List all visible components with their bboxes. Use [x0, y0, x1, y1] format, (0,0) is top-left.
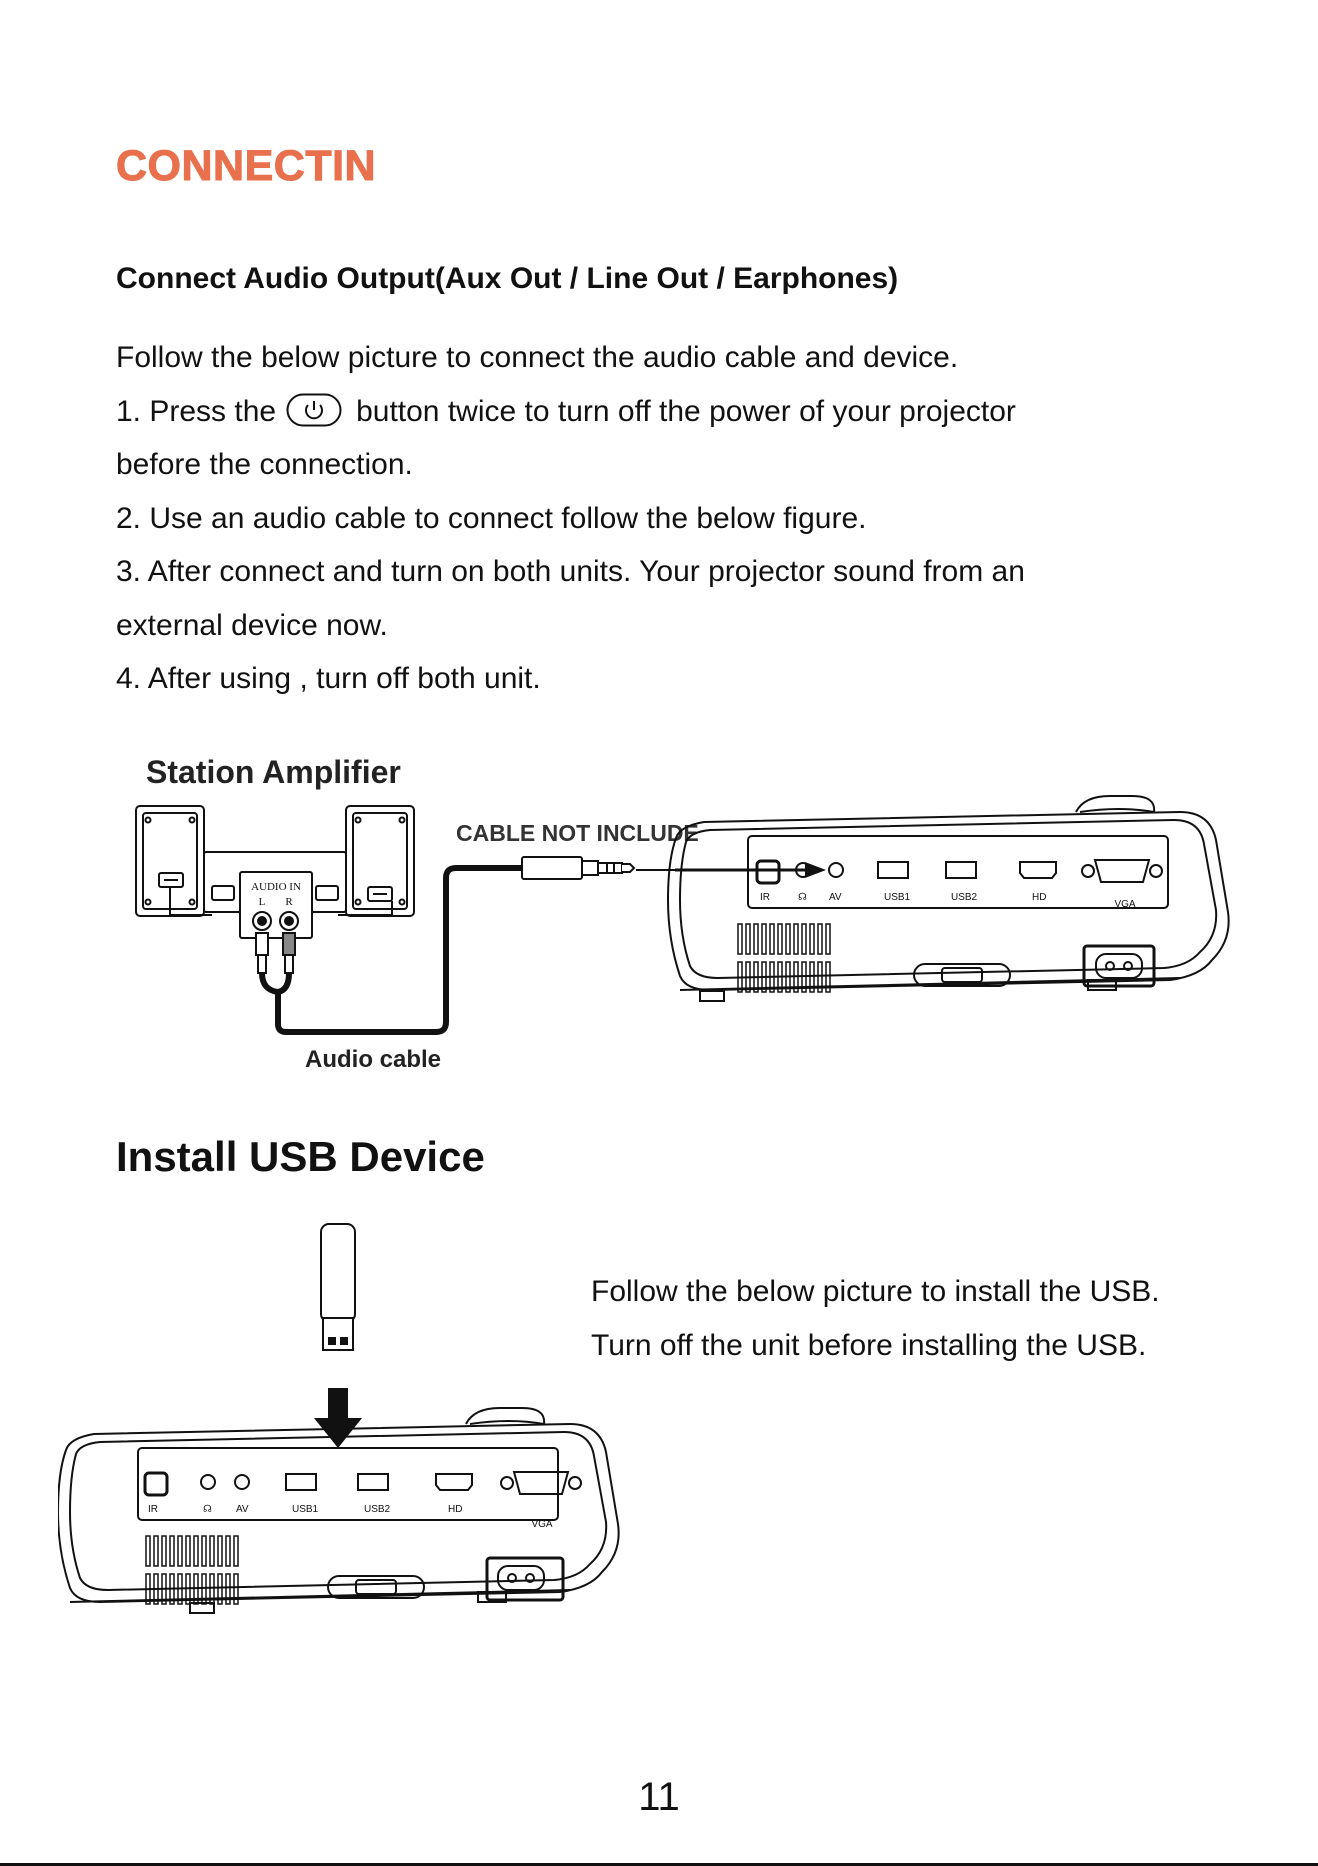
svg-text:☊: ☊ — [203, 1504, 212, 1515]
svg-text:USB1: USB1 — [292, 1504, 319, 1515]
rca-plugs — [255, 932, 296, 974]
amplifier-label: Station Amplifier — [146, 754, 401, 790]
page-title: CONNECTIN — [115, 142, 377, 191]
usb-stick — [320, 1223, 356, 1351]
step-3-continued: external device now. — [116, 608, 388, 642]
step-2: 2. Use an audio cable to connect follow … — [116, 501, 867, 535]
audio-cable-label: Audio cable — [305, 1046, 441, 1073]
usb-line-2: Turn off the unit before installing the … — [591, 1329, 1147, 1362]
svg-text:HD: HD — [448, 1504, 462, 1515]
bottom-rule — [0, 1863, 1318, 1866]
left-channel-label: L — [259, 896, 266, 908]
svg-text:VGA: VGA — [531, 1519, 552, 1530]
step-3: 3. After connect and turn on both units.… — [116, 555, 1025, 588]
audio-instructions: Follow the below picture to connect the … — [116, 331, 1236, 706]
svg-text:AV: AV — [236, 1504, 249, 1515]
svg-text:☊: ☊ — [798, 892, 807, 903]
audio-output-heading: Connect Audio Output(Aux Out / Line Out … — [116, 262, 899, 295]
svg-text:IR: IR — [760, 892, 770, 903]
svg-text:USB2: USB2 — [364, 1504, 391, 1515]
left-speaker — [135, 805, 205, 917]
audio-connection-diagram: Station Amplifier AUDIO IN L R — [135, 754, 1230, 1073]
step-1-continued: before the connection. — [116, 448, 413, 481]
right-channel-label: R — [285, 896, 293, 908]
projector-rear-1 — [666, 795, 1230, 1002]
install-usb-heading: Install USB Device — [116, 1133, 485, 1180]
svg-text:VGA: VGA — [1114, 899, 1135, 910]
down-arrow-icon — [314, 1388, 362, 1448]
usb-install-diagram: IR ☊ AV USB1 USB2 HD VGA — [58, 1223, 620, 1614]
step-1: 1. Press the button twice to turn off th… — [116, 393, 1016, 428]
right-speaker — [345, 805, 415, 917]
audio-in-label: AUDIO IN — [251, 881, 301, 893]
projector-port-labels-2: IR ☊ AV USB1 USB2 HD VGA — [148, 1504, 553, 1530]
svg-text:HD: HD — [1032, 892, 1046, 903]
power-icon — [286, 393, 342, 427]
audio-intro: Follow the below picture to connect the … — [116, 341, 959, 374]
svg-text:USB1: USB1 — [884, 892, 911, 903]
cable-not-included-note: CABLE NOT INCLUDE — [456, 820, 699, 846]
projector-port-labels-1: IR ☊ AV USB1 USB2 HD VGA — [760, 892, 1136, 910]
svg-text:USB2: USB2 — [951, 892, 978, 903]
svg-text:AV: AV — [829, 892, 842, 903]
step-4: 4. After using , turn off both unit. — [116, 662, 541, 695]
amplifier-unit — [169, 851, 393, 939]
svg-text:IR: IR — [148, 1504, 158, 1515]
page-number: 11 — [638, 1775, 680, 1819]
projector-rear-2 — [58, 1407, 620, 1614]
audio-cable — [259, 865, 522, 1035]
usb-line-1: Follow the below picture to install the … — [591, 1275, 1160, 1308]
aux-plug — [521, 856, 636, 880]
usb-instructions: Follow the below picture to install the … — [591, 1265, 1160, 1373]
